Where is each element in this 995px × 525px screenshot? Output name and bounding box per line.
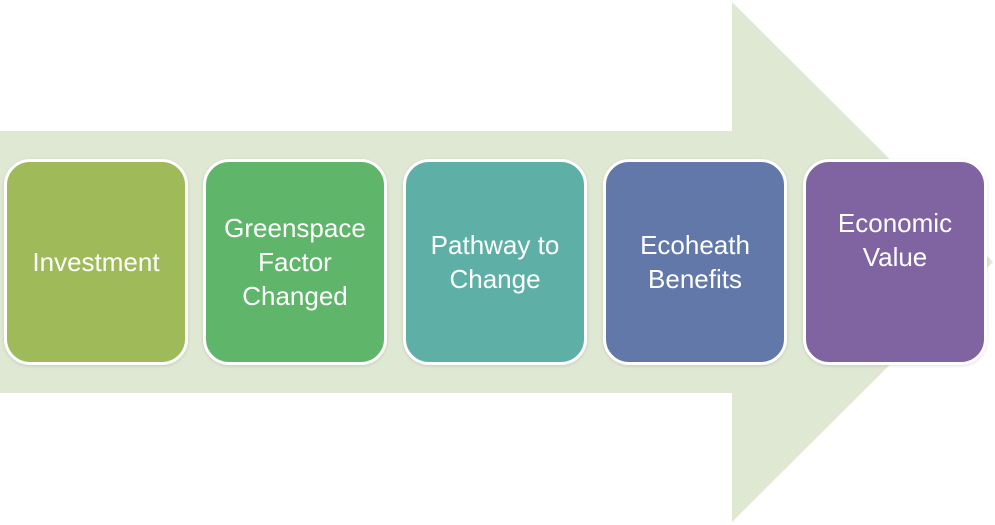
step-label: Economic Value bbox=[837, 208, 953, 272]
step-pathway-to-change: Pathway to Change bbox=[403, 159, 587, 365]
step-label: Greenspace Factor Changed bbox=[224, 213, 366, 311]
step-label: Pathway to Change bbox=[430, 230, 560, 294]
step-greenspace-factor-changed: Greenspace Factor Changed bbox=[203, 159, 387, 365]
step-ecoheath-benefits: Ecoheath Benefits bbox=[603, 159, 787, 365]
step-label: Investment bbox=[32, 247, 160, 277]
step-economic-value: Economic Value bbox=[803, 159, 987, 365]
step-label: Ecoheath Benefits bbox=[640, 230, 750, 294]
step-investment: Investment bbox=[4, 159, 188, 365]
